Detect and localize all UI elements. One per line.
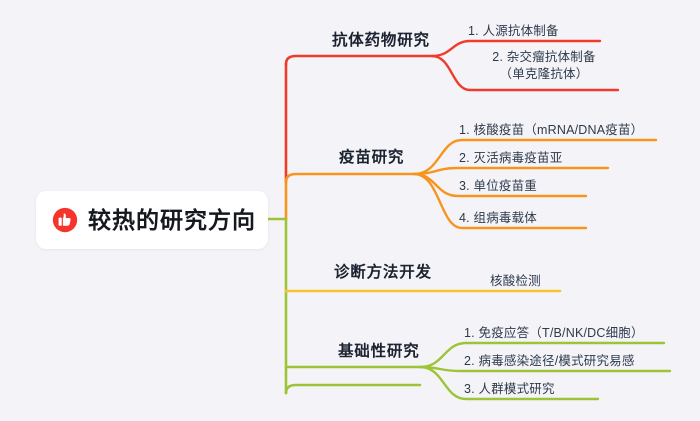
root-node-label: 较热的研究方向	[88, 206, 256, 233]
branch-label-basic-research[interactable]: 基础性研究	[338, 343, 420, 360]
leaf-label-vaccine-1[interactable]: 1. 核酸疫苗（mRNA/DNA疫苗）	[459, 123, 644, 137]
thumbs-up-icon	[52, 207, 78, 233]
leaf-label-vaccine-3[interactable]: 3. 单位疫苗重	[459, 179, 537, 193]
root-node[interactable]: 较热的研究方向	[36, 191, 268, 249]
branch-label-antibody-drug-research[interactable]: 抗体药物研究	[332, 32, 430, 49]
branch-label-vaccine-research[interactable]: 疫苗研究	[339, 149, 405, 166]
connector-branch-antibody-drug-research	[284, 54, 434, 66]
leaf-label-basic-3[interactable]: 3. 人群模式研究	[464, 382, 555, 396]
leaf-label-antibody-1[interactable]: 1. 人源抗体制备	[468, 24, 559, 38]
branch-label-diagnostic-method-development[interactable]: 诊断方法开发	[334, 264, 432, 281]
leaf-label-basic-1[interactable]: 1. 免疫应答（T/B/NK/DC细胞）	[464, 326, 644, 340]
leaf-label-antibody-2-line1: 2. 杂交瘤抗体制备	[492, 50, 596, 64]
leaf-label-vaccine-2[interactable]: 2. 灭活病毒疫苗亚	[459, 151, 563, 165]
connector-branch-basic-research	[284, 383, 422, 395]
leaf-label-antibody-2[interactable]: 2. 杂交瘤抗体制备 （单克隆抗体）	[468, 49, 620, 83]
leaf-label-basic-2[interactable]: 2. 病毒感染途径/模式研究易感	[464, 354, 635, 368]
leaf-label-vaccine-4[interactable]: 4. 组病毒载体	[459, 211, 537, 225]
connector-branch-vaccine-research	[284, 172, 416, 184]
connector-leaf-orange-2	[412, 166, 610, 176]
leaf-label-antibody-2-line2: （单克隆抗体）	[499, 67, 589, 81]
leaf-label-diagnostic-1[interactable]: 核酸检测	[490, 274, 541, 288]
